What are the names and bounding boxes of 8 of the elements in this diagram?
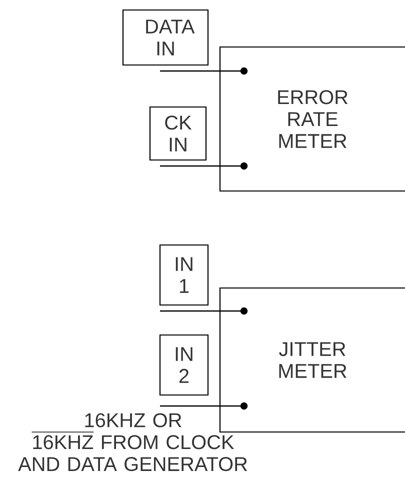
input-label-box: IN 2 [159,334,209,396]
note-text: 16KHZ OR [85,413,182,428]
input-label-box: DATA IN [122,9,209,66]
input-label-box: IN 1 [159,244,209,306]
note-text: 16KHZ FROM CLOCK AND DATA GENERATOR [18,435,248,472]
meter-box: JITTER METER [219,287,405,433]
input-label-box: CK IN [149,106,207,161]
meter-box: ERROR RATE METER [219,46,405,192]
